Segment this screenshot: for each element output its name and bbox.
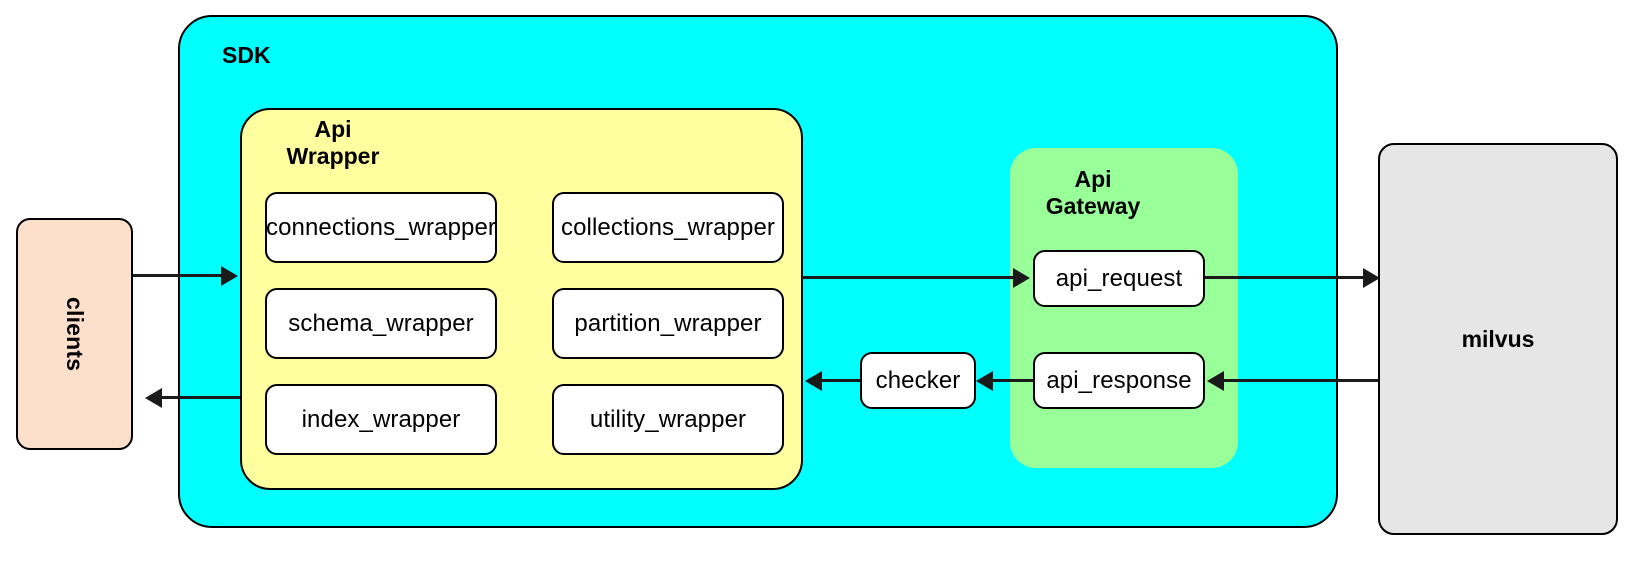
api-request-box[interactable]: api_request — [1033, 250, 1205, 307]
api-response-box[interactable]: api_response — [1033, 352, 1205, 409]
checker-label: checker — [875, 366, 961, 394]
milvus-box[interactable]: milvus — [1378, 143, 1618, 535]
module-schema-wrapper[interactable]: schema_wrapper — [265, 288, 497, 359]
api-request-label: api_request — [1055, 264, 1183, 292]
arrow-head-api-response-to-checker — [976, 371, 993, 391]
module-partition-wrapper[interactable]: partition_wrapper — [552, 288, 784, 359]
module-label: partition_wrapper — [574, 309, 762, 337]
checker-box[interactable]: checker — [860, 352, 976, 409]
clients-box[interactable]: clients — [16, 218, 133, 450]
api-wrapper-title: Api Wrapper — [286, 116, 380, 169]
arrow-head-milvus-to-api-response — [1207, 371, 1224, 391]
clients-label: clients — [62, 296, 88, 372]
arrow-head-api-wrapper-to-api-request — [1013, 268, 1030, 288]
milvus-label: milvus — [1461, 325, 1535, 352]
arrow-head-clients-to-api-wrapper — [221, 266, 238, 286]
arrow-api-response-to-checker — [991, 379, 1033, 382]
module-label: collections_wrapper — [560, 213, 775, 241]
arrow-clients-to-api-wrapper — [133, 274, 223, 277]
arrow-api-wrapper-to-clients — [160, 396, 240, 399]
sdk-title: SDK — [222, 42, 271, 68]
module-connections-wrapper[interactable]: connections_wrapper — [265, 192, 497, 263]
arrow-head-api-wrapper-to-clients — [145, 388, 162, 408]
arrow-head-api-request-to-milvus — [1363, 268, 1380, 288]
api-response-label: api_response — [1046, 366, 1192, 394]
arrow-api-request-to-milvus — [1205, 276, 1373, 279]
module-utility-wrapper[interactable]: utility_wrapper — [552, 384, 784, 455]
arrow-checker-to-api-wrapper — [820, 379, 860, 382]
module-label: index_wrapper — [301, 405, 461, 433]
module-index-wrapper[interactable]: index_wrapper — [265, 384, 497, 455]
api-gateway-title: Api Gateway — [1045, 166, 1141, 219]
module-collections-wrapper[interactable]: collections_wrapper — [552, 192, 784, 263]
module-label: connections_wrapper — [265, 213, 497, 241]
module-label: schema_wrapper — [288, 309, 474, 337]
api-gateway-container[interactable] — [1010, 148, 1238, 468]
arrow-api-wrapper-to-api-request — [802, 276, 1015, 279]
module-label: utility_wrapper — [589, 405, 747, 433]
arrow-milvus-to-api-response — [1222, 379, 1378, 382]
arrow-head-checker-to-api-wrapper — [805, 371, 822, 391]
